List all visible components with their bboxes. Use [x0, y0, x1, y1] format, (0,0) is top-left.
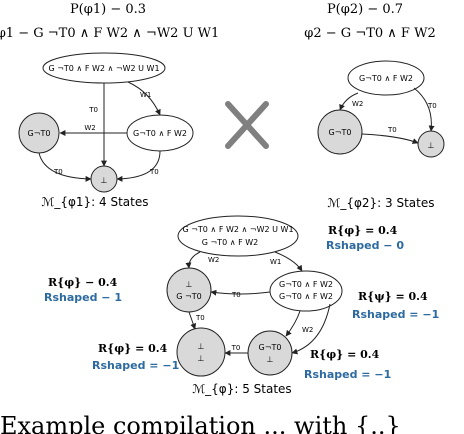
tl-edge-w1-label: W1	[140, 91, 151, 99]
b-node-top-line1: G ¬T0 ∧ F W2 ∧ ¬W2 U W1	[182, 225, 293, 234]
b-edge-t0-left	[188, 311, 197, 330]
reward-right-s: Rshaped = −1	[352, 308, 439, 321]
b-edge-t0-left-label: T0	[195, 314, 205, 322]
tr-edge-t0-right-label: T0	[427, 102, 437, 110]
tr-node-bottom-label: ⊥	[428, 141, 435, 150]
b-edge-t0-bottom-label: T0	[231, 344, 241, 352]
b-node-bottom-mid-line2: ⊥	[267, 355, 274, 364]
b-node-bottom-left-line2: ⊥	[198, 354, 205, 363]
reward-top-r: R{φ} = 0.4	[328, 224, 398, 237]
b-edge-w2-down	[285, 310, 301, 337]
b-node-right-line2: G¬T0 ∧ F W2	[279, 292, 333, 301]
reward-bottom-left-r: R{φ} = 0.4	[98, 342, 168, 355]
tl-node-initial-label: G ¬T0 ∧ F W2 ∧ ¬W2 U W1	[48, 64, 159, 73]
b-node-left-line2: G ¬T0	[176, 292, 201, 301]
b-edge-w2-down-label: W2	[302, 326, 313, 334]
b-edge-w2	[185, 251, 201, 269]
tl-edge-t0-right	[116, 150, 161, 182]
top-left-probability: P(φ1) − 0.3	[70, 2, 146, 17]
reward-right-r: R{ψ} = 0.4	[358, 290, 428, 303]
top-left-formula: φ1 − G ¬T0 ∧ F W2 ∧ ¬W2 U W1	[0, 26, 219, 41]
top-right-caption: ℳ_{φ2}: 3 States	[328, 196, 435, 210]
b-node-top	[177, 215, 299, 257]
b-node-bottom-left	[176, 327, 226, 377]
b-edge-w1-label: W1	[270, 258, 281, 266]
b-edge-t0-top-label: T0	[231, 291, 241, 299]
tl-node-bottom-label: ⊥	[101, 176, 108, 185]
b-node-bottom-mid-line1: G¬T0	[259, 343, 282, 352]
tr-node-initial	[347, 60, 425, 96]
reward-bottom-mid-s: Rshaped = −1	[304, 368, 391, 381]
b-edge-t0-top	[210, 289, 271, 296]
cross-icon	[225, 101, 269, 149]
b-node-left	[166, 267, 212, 313]
tl-edge-w1	[127, 81, 161, 116]
b-edge-w1	[274, 251, 303, 272]
b-edge-t0-right	[291, 303, 331, 355]
tl-node-right-label: G¬T0 ∧ F W2	[133, 129, 187, 138]
b-node-top-line2: G ¬T0 ∧ F W2	[202, 238, 259, 247]
top-right-formula: φ2 − G ¬T0 ∧ F W2	[304, 26, 435, 41]
tr-edge-t0-right	[413, 87, 435, 132]
reward-left-r: R{φ} − 0.4	[48, 276, 118, 289]
footer-text: Example compilation ... with {..}	[0, 412, 401, 434]
tl-node-gt0-label: G¬T0	[28, 129, 51, 138]
top-left-caption: ℳ_{φ1}: 4 States	[42, 195, 149, 209]
reward-left-s: Rshaped − 1	[44, 291, 122, 304]
reward-bottom-left-s: Rshaped = −1	[92, 359, 179, 372]
bottom-caption: ℳ_{φ}: 5 States	[192, 382, 291, 396]
b-edge-w2-label: W2	[208, 256, 219, 264]
tr-edge-t0-mid	[361, 133, 419, 144]
tr-node-initial-label: G¬T0 ∧ F W2	[359, 74, 413, 83]
tl-edge-t0-right-label: T0	[149, 168, 159, 176]
b-node-bottom-left-line1: ⊥	[198, 342, 205, 351]
tr-edge-t0-mid-label: T0	[387, 126, 397, 134]
tr-edge-w2-label: W2	[352, 100, 363, 108]
reward-bottom-mid-r: R{φ} = 0.4	[310, 348, 380, 361]
b-node-bottom-mid	[247, 330, 293, 376]
b-node-right-line1: G¬T0 ∧ F W2	[279, 280, 333, 289]
reward-top-s: Rshaped − 0	[326, 239, 404, 252]
tr-edge-w2	[339, 92, 359, 111]
b-node-right	[269, 270, 343, 312]
tl-edge-w2-label: W2	[84, 124, 95, 132]
tr-node-gt0-label: G¬T0	[329, 128, 352, 137]
tl-edge-t0-left	[38, 152, 92, 182]
tl-edge-t0-left-label: T0	[53, 168, 63, 176]
b-node-left-line1: ⊥	[186, 280, 193, 289]
top-right-probability: P(φ2) − 0.7	[327, 2, 403, 17]
tl-edge-t0-down-label: T0	[88, 106, 98, 114]
